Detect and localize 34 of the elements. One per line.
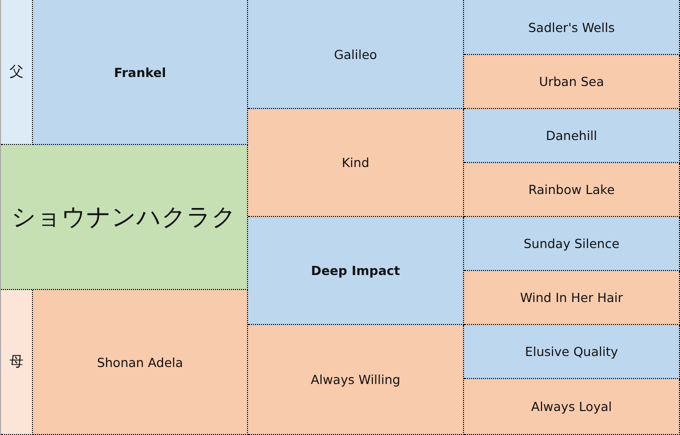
pedigree-cell: [464, 163, 680, 217]
horse-name: Kind: [342, 155, 370, 170]
horse-name: Rainbow Lake: [528, 182, 615, 197]
pedigree-cell: [464, 271, 680, 325]
horse-name: ショウナンハクラク: [12, 202, 236, 233]
horse-name: Elusive Quality: [524, 344, 618, 359]
horse-name: Sadler's Wells: [528, 20, 615, 34]
horse-name: Deep Impact: [310, 263, 400, 278]
pedigree-cell: [248, 0, 464, 109]
pedigree-cell: [33, 0, 248, 145]
pedigree-cell: [33, 290, 248, 435]
pedigree-cell: [248, 217, 464, 325]
parent-label: 母: [10, 353, 24, 371]
horse-name: Wind In Her Hair: [520, 290, 623, 305]
parent-label: 父: [10, 63, 24, 81]
horse-name: Always Loyal: [531, 399, 612, 414]
pedigree-cell: [248, 325, 464, 435]
pedigree-cell: [464, 55, 680, 109]
horse-name: Danehill: [546, 128, 598, 143]
pedigree-cell: [464, 217, 680, 271]
pedigree-cell: [464, 325, 680, 379]
horse-name: Galileo: [334, 46, 378, 62]
pedigree-cell: [248, 109, 464, 217]
horse-name: Urban Sea: [538, 74, 604, 89]
pedigree-cell: [464, 0, 680, 55]
horse-name: Frankel: [114, 64, 166, 80]
horse-name: Shonan Adela: [96, 354, 184, 370]
horse-name: Sunday Silence: [524, 236, 620, 251]
parent-label-cell: [1, 290, 33, 435]
pedigree-cell: [464, 109, 680, 163]
horse-name: Always Willing: [310, 372, 400, 387]
pedigree-cell: [464, 379, 680, 435]
parent-label-cell: [1, 0, 33, 145]
horse-name-cell: [1, 145, 248, 290]
